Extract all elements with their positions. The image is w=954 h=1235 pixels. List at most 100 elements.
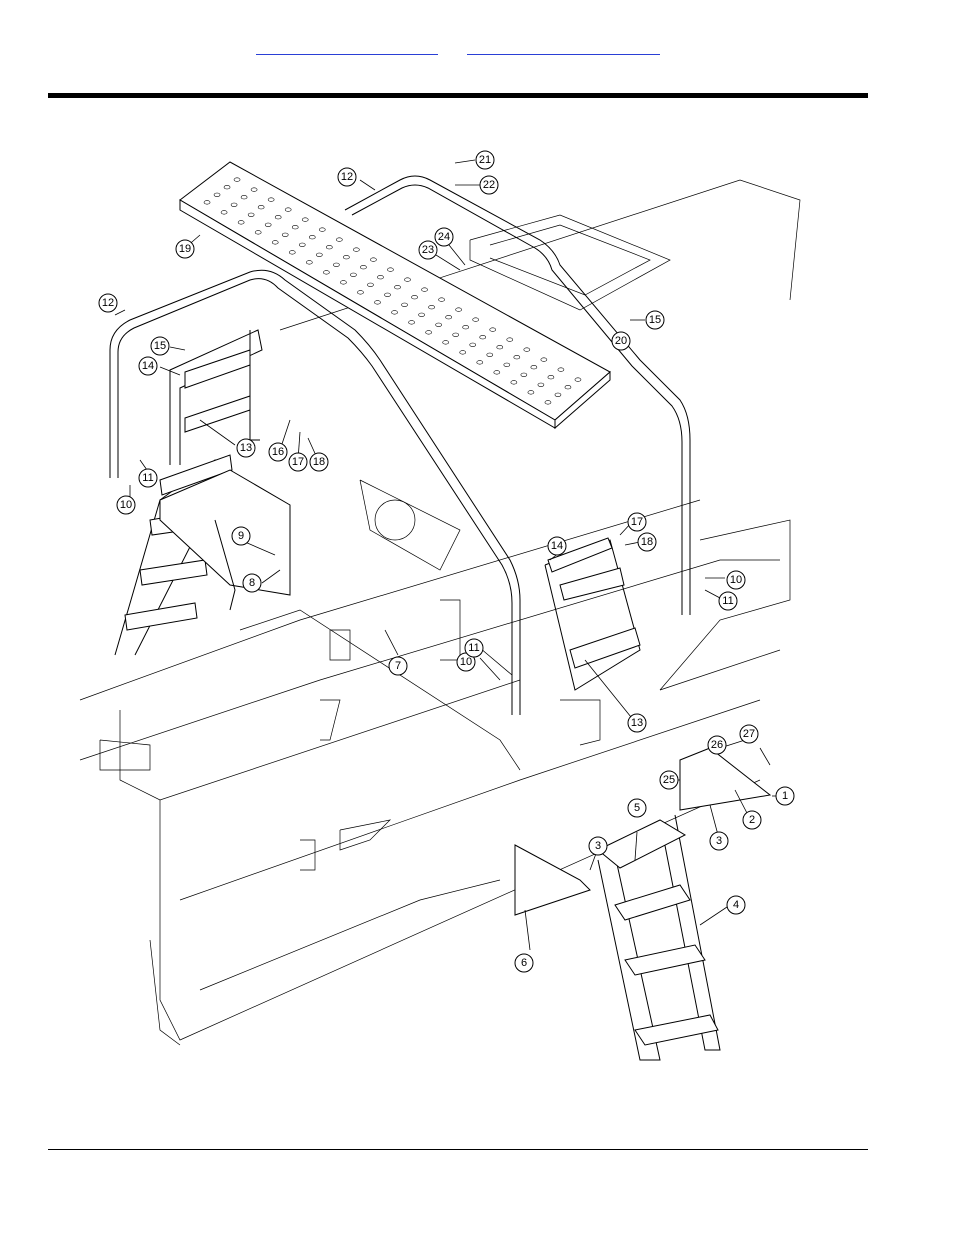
callout-27-label: 27 (743, 728, 755, 740)
callout-9-label: 9 (238, 530, 244, 542)
grating-hole (494, 371, 500, 375)
grating-hole (204, 201, 210, 205)
grating-hole (360, 265, 366, 269)
callout-17b: 17 (628, 513, 646, 531)
callout-8-label: 8 (249, 577, 255, 589)
callout-9: 9 (232, 527, 250, 545)
callout-7: 7 (389, 657, 407, 675)
grating-hole (497, 345, 503, 349)
grating-hole (470, 343, 476, 347)
grating-hole (385, 293, 391, 297)
grating-hole (395, 285, 401, 289)
grating-hole (453, 333, 459, 337)
grating-hole (377, 275, 383, 279)
callout-15a: 15 (151, 337, 169, 355)
grating-hole (306, 261, 312, 265)
callout-23-label: 23 (422, 244, 434, 256)
grating-hole (555, 393, 561, 397)
grating-hole (241, 195, 247, 199)
grating-hole (367, 283, 373, 287)
callout-21-label: 21 (479, 154, 491, 166)
grating-hole (221, 211, 227, 215)
callout-2: 2 (743, 811, 761, 829)
grating-hole (439, 298, 445, 302)
callout-22: 22 (480, 176, 498, 194)
right-upper-ladder (545, 538, 640, 690)
callout-11a-label: 11 (142, 472, 153, 484)
callout-24-label: 24 (438, 231, 450, 243)
grating-hole (426, 331, 432, 335)
callout-3b-label: 3 (595, 840, 601, 852)
grating-hole (285, 208, 291, 212)
callout-11c: 11 (719, 592, 737, 610)
grating-hole (436, 323, 442, 327)
grating-hole (405, 278, 411, 282)
callout-13b: 13 (628, 714, 646, 732)
grating-hole (460, 351, 466, 355)
grating-hole (507, 338, 513, 342)
grating-hole (392, 311, 398, 315)
grating-hole (443, 341, 449, 345)
grating-hole (343, 255, 349, 259)
callout-1-label: 1 (782, 790, 788, 802)
callout-11b: 11 (465, 639, 483, 657)
grating-hole (299, 243, 305, 247)
grating-hole (565, 385, 571, 389)
callout-4: 4 (727, 896, 745, 914)
grating-hole (234, 178, 240, 182)
grating-hole (333, 263, 339, 267)
callout-10c: 10 (727, 571, 745, 589)
callout-3a-label: 3 (716, 835, 722, 847)
grating-hole (309, 235, 315, 239)
callout-25-label: 25 (663, 774, 675, 786)
grating-hole (548, 375, 554, 379)
callout-3b: 3 (589, 837, 607, 855)
callout-13a-label: 13 (240, 442, 252, 454)
callout-18b-label: 18 (641, 536, 653, 548)
callout-12b-label: 12 (341, 171, 353, 183)
grating-hole (357, 291, 363, 295)
callout-6: 6 (515, 954, 533, 972)
grating-hole (531, 365, 537, 369)
grating-hole (477, 361, 483, 365)
callout-14a-label: 14 (142, 360, 154, 372)
callout-19-label: 19 (179, 243, 191, 255)
callout-14b-label: 14 (551, 540, 563, 552)
grating-hole (231, 203, 237, 207)
callout-15b-label: 15 (649, 314, 661, 326)
callout-20-label: 20 (615, 335, 627, 347)
callout-10b-label: 10 (460, 656, 472, 668)
callout-13b-label: 13 (631, 717, 643, 729)
callout-22-label: 22 (483, 179, 495, 191)
callout-3a: 3 (710, 832, 728, 850)
callout-10a: 10 (117, 496, 135, 514)
grating-hole (289, 251, 295, 255)
grating-hole (375, 301, 381, 305)
grating-hole (370, 258, 376, 262)
grating-hole (255, 231, 261, 235)
grating-hole (473, 318, 479, 322)
callout-14b: 14 (548, 537, 566, 555)
callout-17a-label: 17 (292, 456, 304, 468)
platform-grating (180, 162, 610, 428)
callout-21: 21 (476, 151, 494, 169)
callout-19: 19 (176, 240, 194, 258)
callout-11c-label: 11 (722, 595, 733, 607)
grating-hole (387, 268, 393, 272)
callout-2-label: 2 (749, 814, 755, 826)
grating-hole (412, 295, 418, 299)
grating-hole (238, 221, 244, 225)
callout-25: 25 (660, 771, 678, 789)
grating-hole (429, 305, 435, 309)
callout-15a-label: 15 (154, 340, 166, 352)
grating-hole (419, 313, 425, 317)
callout-11a: 11 (139, 469, 157, 487)
grating-hole (326, 245, 332, 249)
grating-hole (275, 215, 281, 219)
grating-hole (524, 348, 530, 352)
lower-left-ladder (115, 455, 290, 655)
callout-17a: 17 (289, 453, 307, 471)
callout-27: 27 (740, 725, 758, 743)
callout-10c-label: 10 (730, 574, 742, 586)
grating-hole (487, 353, 493, 357)
